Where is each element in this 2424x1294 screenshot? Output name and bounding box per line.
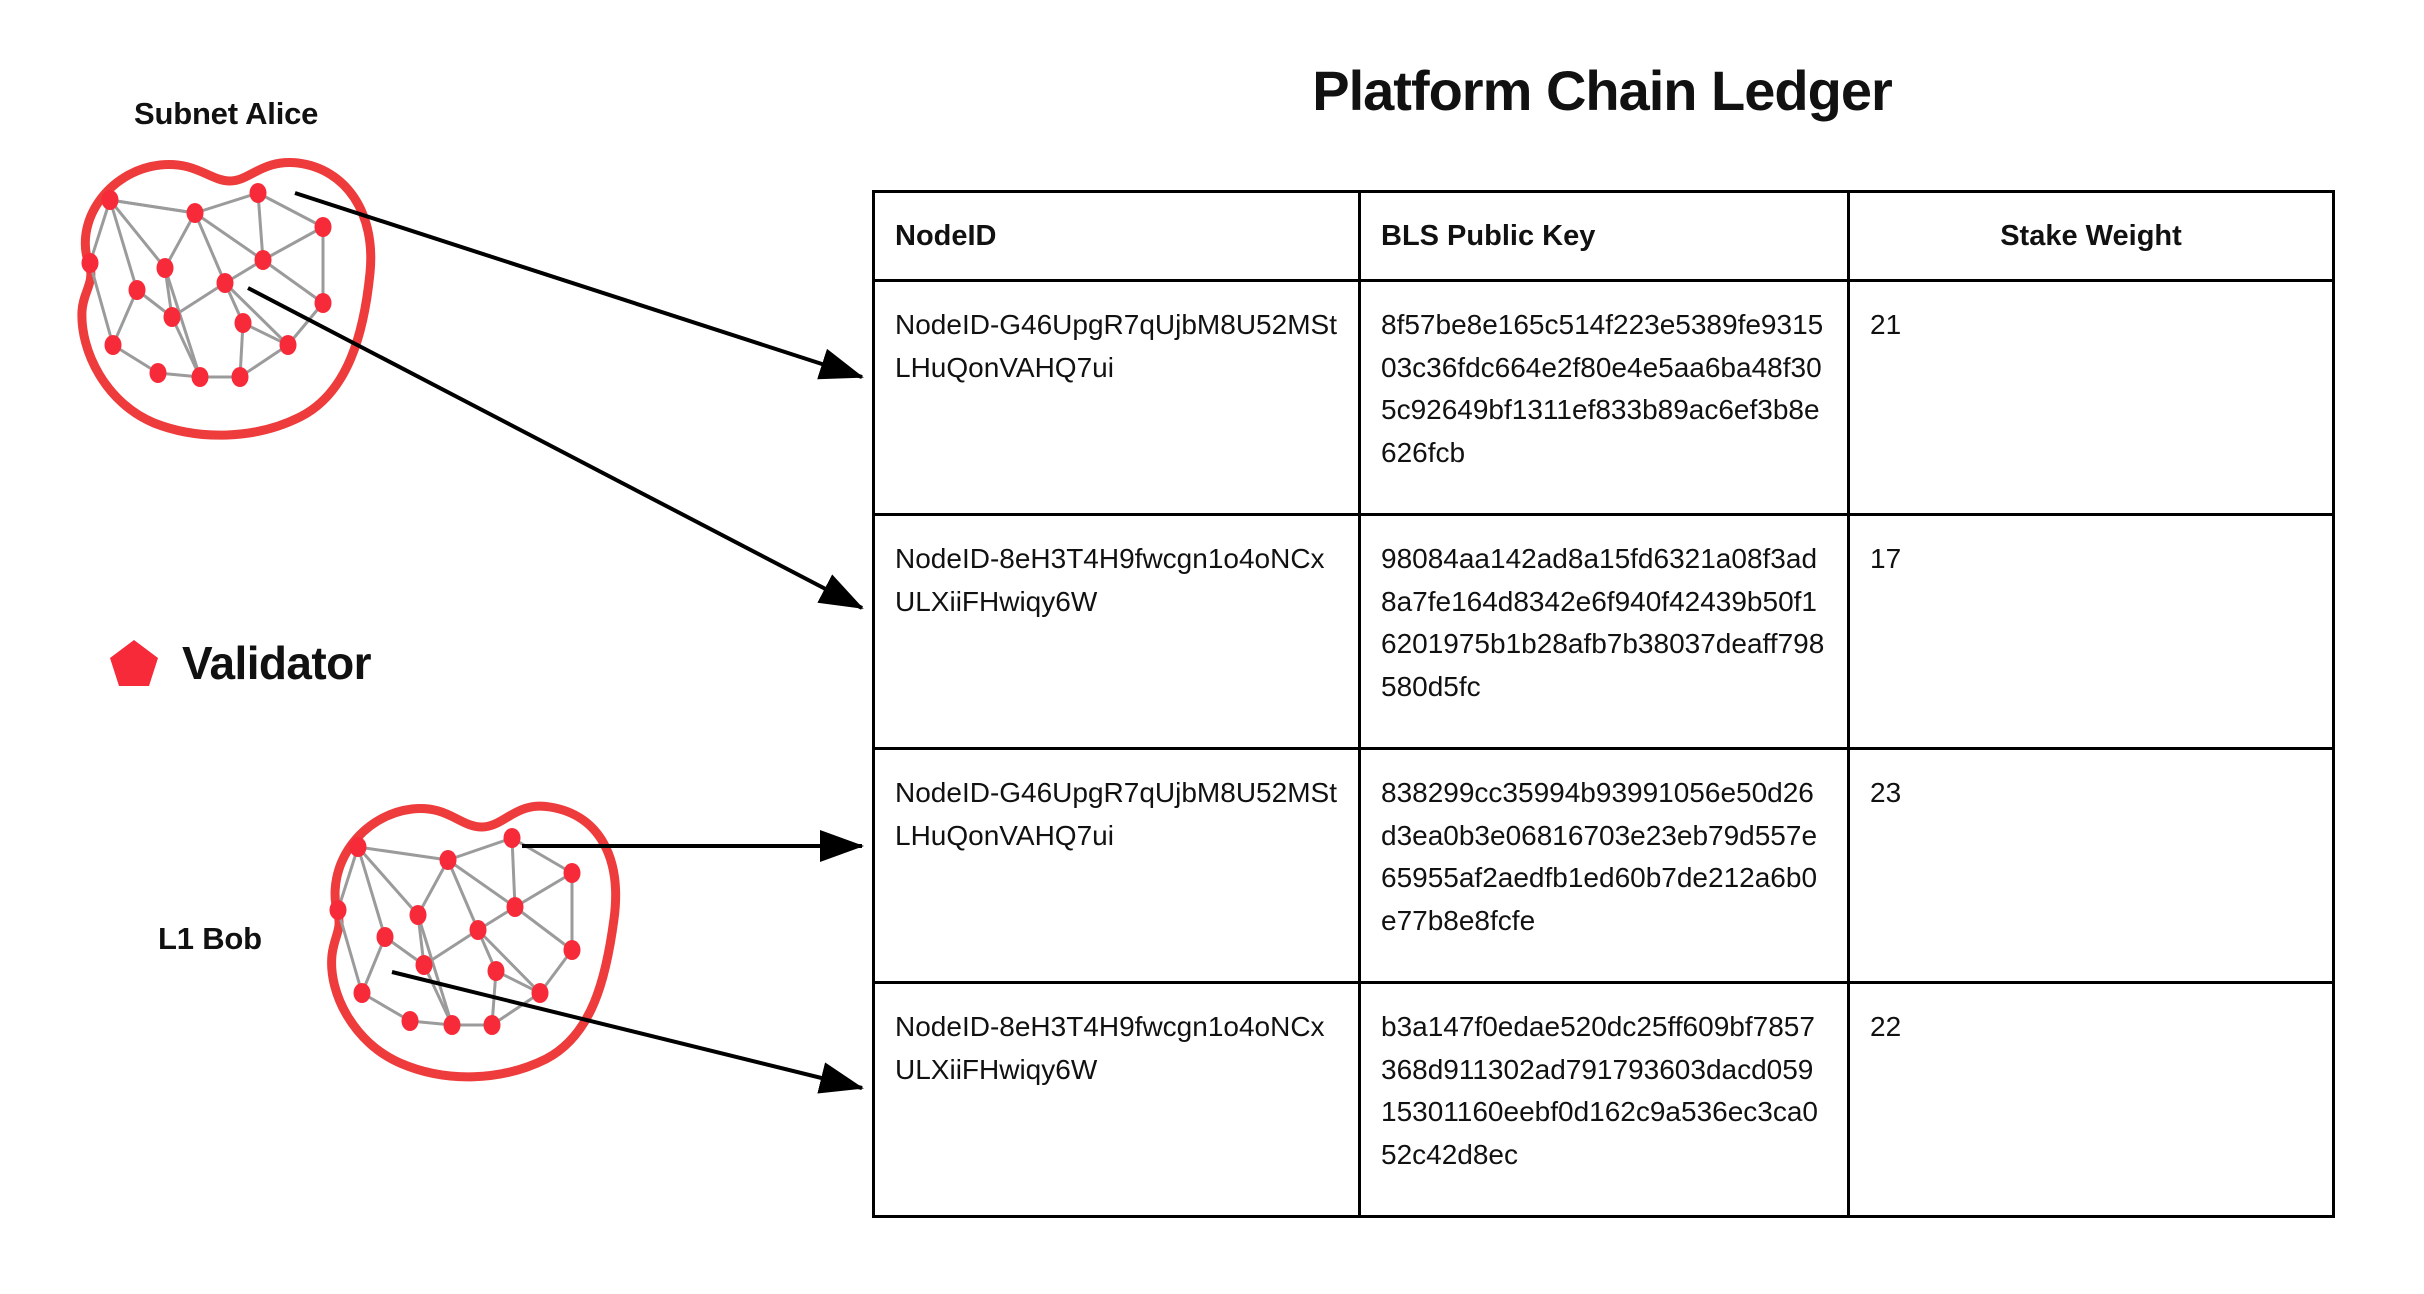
table-header: NodeID BLS Public Key Stake Weight bbox=[872, 190, 2335, 282]
table-body: NodeID-G46UpgR7qUjbM8U52MStLHuQonVAHQ7ui… bbox=[872, 279, 2335, 1218]
table-row: NodeID-G46UpgR7qUjbM8U52MStLHuQonVAHQ7ui… bbox=[872, 747, 2335, 984]
table-row: NodeID-8eH3T4H9fwcgn1o4oNCxULXiiFHwiqy6W… bbox=[872, 513, 2335, 750]
cell-bls-public-key: 8f57be8e165c514f223e5389fe931503c36fdc66… bbox=[1358, 279, 1850, 516]
l1-bob-boundary bbox=[327, 801, 621, 1082]
table-row: NodeID-G46UpgR7qUjbM8U52MStLHuQonVAHQ7ui… bbox=[872, 279, 2335, 516]
table-row: NodeID-8eH3T4H9fwcgn1o4oNCxULXiiFHwiqy6W… bbox=[872, 981, 2335, 1218]
subnet-alice-validators bbox=[81, 183, 332, 387]
l1-bob-network bbox=[327, 801, 621, 1082]
page-title: Platform Chain Ledger bbox=[1312, 59, 1893, 122]
cell-nodeid: NodeID-G46UpgR7qUjbM8U52MStLHuQonVAHQ7ui bbox=[872, 747, 1361, 984]
subnet-alice-label: Subnet Alice bbox=[134, 96, 319, 131]
cell-bls-public-key: b3a147f0edae520dc25ff609bf7857368d911302… bbox=[1358, 981, 1850, 1218]
platform-chain-ledger-table: NodeID BLS Public Key Stake Weight NodeI… bbox=[872, 190, 2335, 1218]
cell-bls-public-key: 838299cc35994b93991056e50d26d3ea0b3e0681… bbox=[1358, 747, 1850, 984]
column-header-nodeid: NodeID bbox=[872, 190, 1361, 282]
table-header-row: NodeID BLS Public Key Stake Weight bbox=[872, 190, 2335, 282]
validator-legend-label: Validator bbox=[182, 637, 371, 689]
cell-stake-weight: 22 bbox=[1847, 981, 2335, 1218]
column-header-stake-weight: Stake Weight bbox=[1847, 190, 2335, 282]
cell-bls-public-key: 98084aa142ad8a15fd6321a08f3ad8a7fe164d83… bbox=[1358, 513, 1850, 750]
cell-stake-weight: 17 bbox=[1847, 513, 2335, 750]
cell-nodeid: NodeID-8eH3T4H9fwcgn1o4oNCxULXiiFHwiqy6W bbox=[872, 981, 1361, 1218]
cell-nodeid: NodeID-8eH3T4H9fwcgn1o4oNCxULXiiFHwiqy6W bbox=[872, 513, 1361, 750]
column-header-bls-public-key: BLS Public Key bbox=[1358, 190, 1850, 282]
cell-stake-weight: 23 bbox=[1847, 747, 2335, 984]
subnet-alice-network bbox=[77, 158, 376, 440]
validator-legend: Validator bbox=[108, 636, 371, 690]
l1-bob-label: L1 Bob bbox=[158, 921, 262, 956]
cell-nodeid: NodeID-G46UpgR7qUjbM8U52MStLHuQonVAHQ7ui bbox=[872, 279, 1361, 516]
cell-stake-weight: 21 bbox=[1847, 279, 2335, 516]
pentagon-icon bbox=[110, 640, 158, 686]
